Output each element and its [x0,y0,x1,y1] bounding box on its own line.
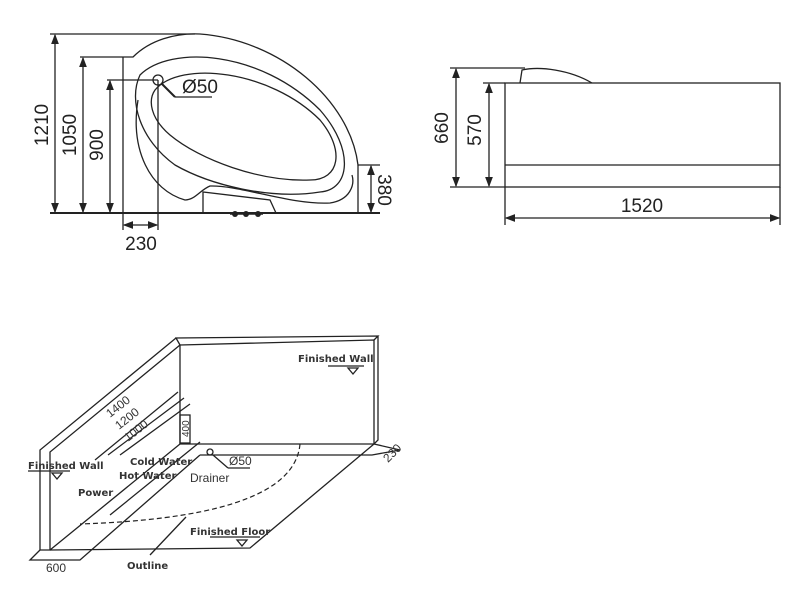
floor [28,443,401,561]
tub-seat [135,99,354,204]
tub-inner-rim [134,56,346,195]
drain-diameter-label: Ø50 [229,454,252,468]
side-view: 660 570 1520 [432,67,781,225]
finished-wall-left-label: Finished Wall [28,461,104,472]
dim-900: 900 [87,129,108,161]
finished-wall-back-label: Finished Wall [298,354,374,365]
finished-wall-marker-icon [28,470,70,481]
dim-600: 600 [46,561,66,575]
dim-230: 230 [380,441,404,465]
tub-apron [504,82,781,188]
tub-outline [79,443,301,525]
dim-380: 380 [373,174,394,206]
installation-view: Finished Wall Finished Wall 1400 1200 10… [28,335,405,575]
drain-diameter-label: Ø50 [182,77,218,98]
dim-400: 400 [181,420,192,437]
dim-230: 230 [125,234,157,255]
finished-floor-marker-icon [210,536,260,548]
left-wall [39,337,181,551]
finished-floor-label: Finished Floor [190,527,270,538]
drainer-label: Drainer [190,471,229,485]
top-view: 1210 1050 900 380 230 Ø50 [32,33,394,255]
control-panel [202,191,277,214]
dim-660: 660 [432,112,453,144]
dim-1520: 1520 [621,196,663,217]
cold-water-label: Cold Water [130,457,192,468]
drain-hole-icon [152,74,164,86]
power-label: Power [78,488,113,499]
hot-water-label: Hot Water [119,471,176,482]
finished-wall-marker-icon [328,365,364,376]
drain-icon [206,448,214,456]
tub-basin [150,72,337,181]
outline-label: Outline [127,561,168,572]
dim-570: 570 [465,114,486,146]
tub-outer-rim [123,33,380,166]
dim-1050: 1050 [60,114,81,156]
dim-1210: 1210 [32,104,53,146]
